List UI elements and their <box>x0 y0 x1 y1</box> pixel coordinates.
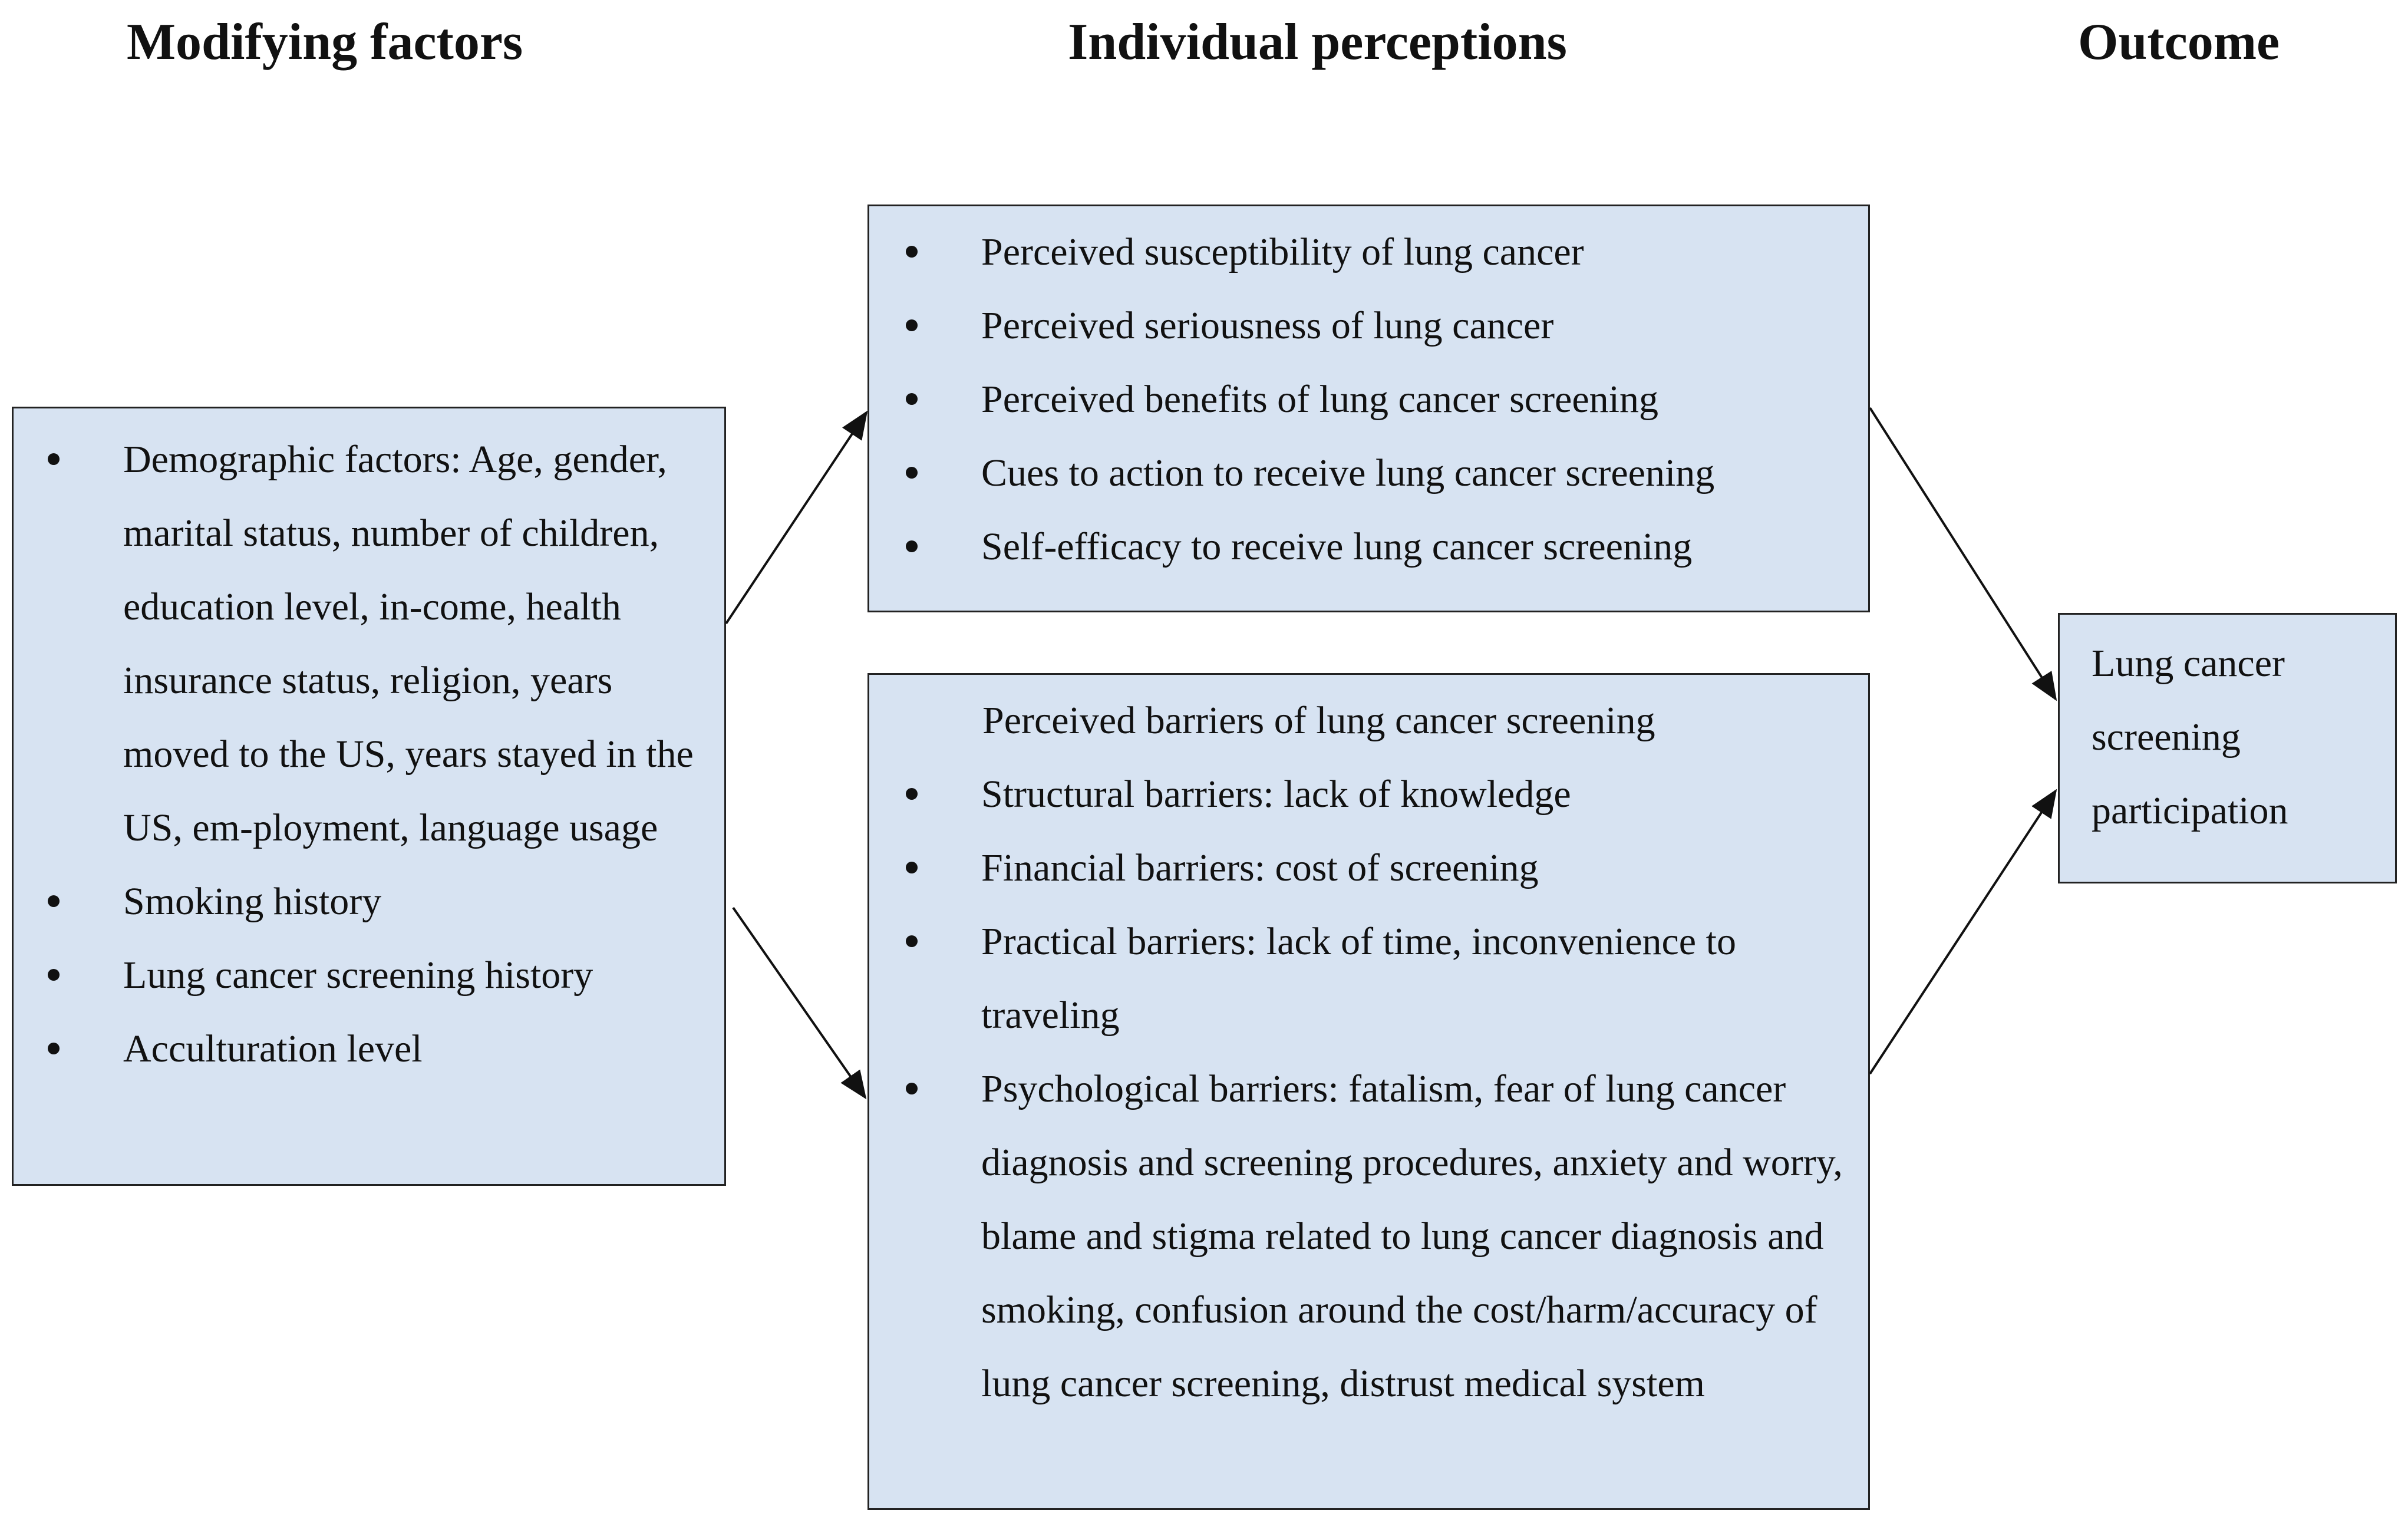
arrow-perceptions-to-outcome <box>1869 407 2057 701</box>
modifying-factor-demographic: Demographic factors: Age, gender, marita… <box>48 423 712 865</box>
barrier-financial: Financial barriers: cost of screening <box>906 831 1853 905</box>
perception-seriousness: Perceived seriousness of lung cancer <box>906 289 1853 362</box>
perception-text: Perceived seriousness of lung cancer <box>981 304 1554 347</box>
barrier-text: Financial barriers: cost of screening <box>981 846 1539 889</box>
perception-text: Self-efficacy to receive lung cancer scr… <box>981 525 1693 568</box>
bullet-icon <box>48 1043 60 1054</box>
barrier-text: Structural barriers: lack of knowledge <box>981 773 1571 816</box>
perceptions-box: Perceived susceptibility of lung cancer … <box>867 205 1870 612</box>
heading-individual-perceptions: Individual perceptions <box>1068 14 1567 71</box>
modifying-factors-box: Demographic factors: Age, gender, marita… <box>12 407 726 1186</box>
barriers-list: Structural barriers: lack of knowledge F… <box>906 757 1853 1420</box>
outcome-box: Lung cancer screening participation <box>2058 613 2397 883</box>
bullet-icon <box>48 895 60 907</box>
perception-text: Perceived benefits of lung cancer screen… <box>981 378 1658 421</box>
modifying-factor-screening-history: Lung cancer screening history <box>48 938 712 1012</box>
perception-susceptibility: Perceived susceptibility of lung cancer <box>906 215 1853 289</box>
arrow-modifying-to-barriers <box>732 906 867 1100</box>
bullet-icon <box>906 862 918 873</box>
heading-modifying-factors: Modifying factors <box>127 14 523 71</box>
barriers-box: Perceived barriers of lung cancer screen… <box>867 673 1870 1510</box>
modifying-factor-text: Smoking history <box>123 880 382 923</box>
barrier-text: Psychological barriers: fatalism, fear o… <box>981 1067 1843 1405</box>
arrow-modifying-to-perceptions <box>725 410 868 625</box>
bullet-icon <box>48 969 60 981</box>
arrow-barriers-to-outcome <box>1869 789 2057 1075</box>
barrier-structural: Structural barriers: lack of knowledge <box>906 757 1853 831</box>
perception-self-efficacy: Self-efficacy to receive lung cancer scr… <box>906 510 1853 583</box>
bullet-icon <box>906 246 918 258</box>
barrier-practical: Practical barriers: lack of time, inconv… <box>906 905 1853 1052</box>
bullet-icon <box>48 453 60 465</box>
perception-benefits: Perceived benefits of lung cancer screen… <box>906 362 1853 436</box>
bullet-icon <box>906 540 918 552</box>
modifying-factor-text: Lung cancer screening history <box>123 954 593 997</box>
heading-outcome: Outcome <box>2078 14 2280 71</box>
perceptions-list: Perceived susceptibility of lung cancer … <box>906 215 1853 583</box>
barriers-intro: Perceived barriers of lung cancer screen… <box>982 699 1655 742</box>
modifying-factor-text: Acculturation level <box>123 1027 423 1070</box>
modifying-factor-smoking: Smoking history <box>48 865 712 938</box>
modifying-factors-list: Demographic factors: Age, gender, marita… <box>48 423 712 1086</box>
outcome-text: Lung cancer screening participation <box>2092 642 2288 832</box>
bullet-icon <box>906 467 918 479</box>
modifying-factor-acculturation: Acculturation level <box>48 1012 712 1086</box>
perception-text: Perceived susceptibility of lung cancer <box>981 230 1584 273</box>
bullet-icon <box>906 319 918 331</box>
bullet-icon <box>906 393 918 405</box>
perception-text: Cues to action to receive lung cancer sc… <box>981 451 1715 494</box>
barrier-psychological: Psychological barriers: fatalism, fear o… <box>906 1052 1853 1420</box>
barrier-text: Practical barriers: lack of time, inconv… <box>981 920 1736 1037</box>
bullet-icon <box>906 1083 918 1094</box>
perception-cues-to-action: Cues to action to receive lung cancer sc… <box>906 436 1853 510</box>
bullet-icon <box>906 935 918 947</box>
bullet-icon <box>906 788 918 800</box>
modifying-factor-text: Demographic factors: Age, gender, marita… <box>123 438 694 849</box>
